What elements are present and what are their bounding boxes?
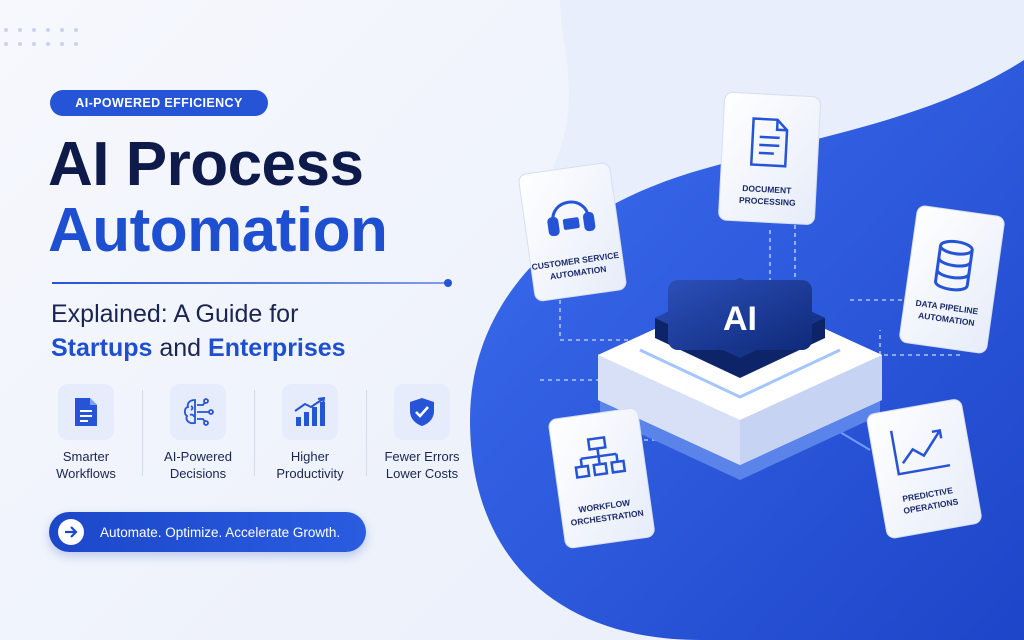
document-icon <box>749 117 789 168</box>
title-line2: Automation <box>48 196 388 265</box>
dot-pattern <box>4 28 78 46</box>
headset-chat-icon <box>547 200 596 237</box>
page-title: AI Process Automation <box>48 130 388 265</box>
document-line1: DOCUMENT <box>742 183 792 196</box>
card-data-pipeline: DATA PIPELINE AUTOMATION <box>899 205 1005 354</box>
subtitle-line1: Explained: A Guide for <box>51 300 299 328</box>
document-icon <box>58 384 114 440</box>
bar-chart-icon <box>282 384 338 440</box>
subtitle-line2: Startups and Enterprises <box>51 334 346 363</box>
card-predictive: PREDICTIVE OPERATIONS <box>866 399 982 539</box>
svg-text:DOCUMENT PROCESSING: DOCUMENT PROCESSING <box>739 183 797 208</box>
subtitle-enterprises: Enterprises <box>208 334 346 362</box>
cta-label: Automate. Optimize. Accelerate Growth. <box>100 524 341 540</box>
card-customer-service: CUSTOMER SERVICE AUTOMATION <box>518 162 627 302</box>
title-divider <box>52 279 452 287</box>
brain-circuit-icon <box>170 384 226 440</box>
subtitle-startups: Startups <box>51 334 153 362</box>
line-chart-icon <box>889 428 951 476</box>
card-workflow: WORKFLOW ORCHESTRATION <box>548 408 655 549</box>
shield-check-icon <box>394 384 450 440</box>
flowchart-icon <box>574 435 627 479</box>
cta-banner[interactable]: Automate. Optimize. Accelerate Growth. <box>49 512 366 552</box>
ai-hub: AI <box>598 278 882 480</box>
subtitle-and: and <box>152 334 209 362</box>
category-badge: AI-POWERED EFFICIENCY <box>50 90 268 116</box>
hub-label: AI <box>723 300 757 338</box>
title-line1: AI Process <box>48 130 364 199</box>
document-line2: PROCESSING <box>739 195 797 208</box>
arrow-right-icon <box>58 519 84 545</box>
database-icon <box>934 239 974 292</box>
card-document: DOCUMENT PROCESSING <box>718 91 821 225</box>
